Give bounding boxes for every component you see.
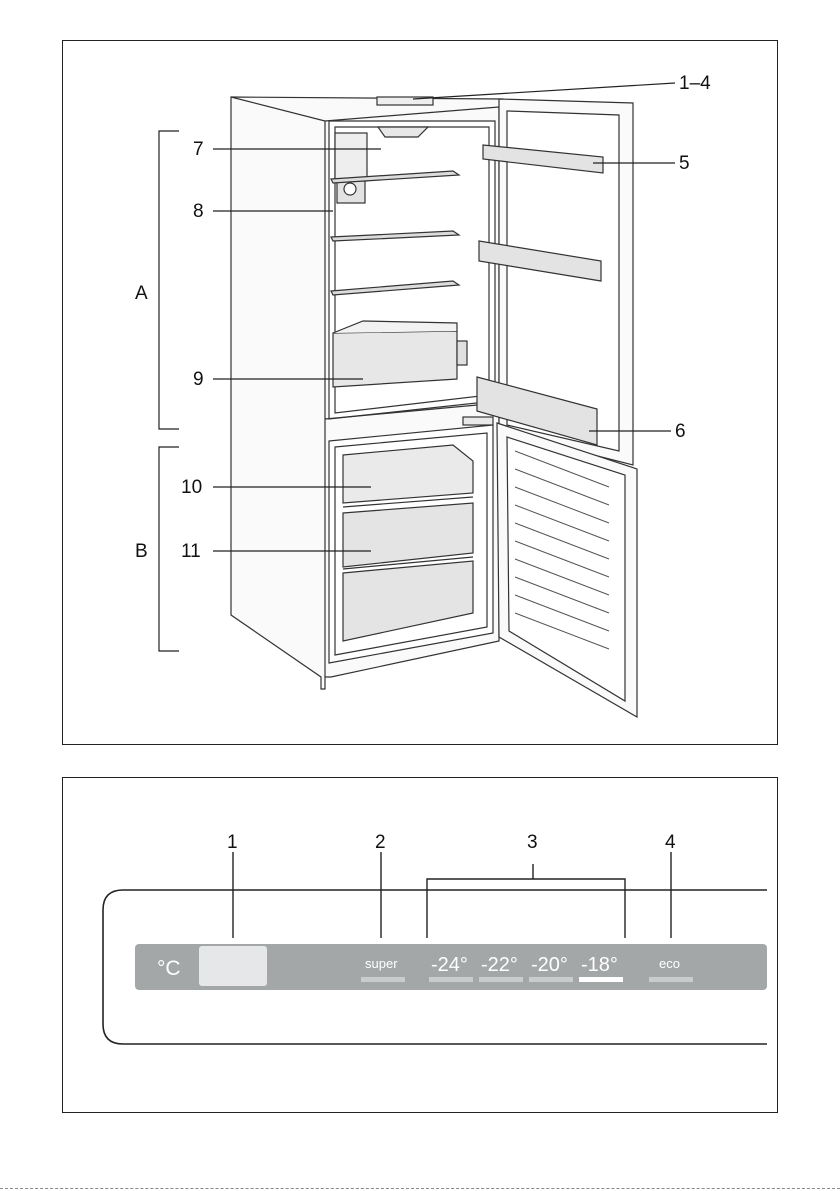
control-panel-illustration: °C super -24° -22° -20° -18° eco 1 2 3 4 <box>63 778 779 1114</box>
callout-7: 7 <box>193 139 204 160</box>
temp-button-minus22-indicator[interactable] <box>479 977 523 982</box>
callout-2: 2 <box>375 832 386 853</box>
super-button-indicator[interactable] <box>361 977 405 982</box>
page-bottom-rule <box>0 1188 840 1189</box>
figure-appliance-frame: 1–4 7 8 9 10 11 5 6 A B <box>62 40 778 745</box>
temp-button-minus18-label: -18° <box>581 954 618 976</box>
temp-button-minus20-indicator[interactable] <box>529 977 573 982</box>
temp-button-minus18-indicator-active[interactable] <box>579 977 623 982</box>
zone-label-b: B <box>135 541 148 562</box>
temp-button-minus24-label: -24° <box>431 954 468 976</box>
unit-label: °C <box>157 957 181 980</box>
callout-6: 6 <box>675 421 686 442</box>
eco-button-indicator[interactable] <box>649 977 693 982</box>
eco-button-label: eco <box>659 956 680 971</box>
callout-1: 1 <box>227 832 238 853</box>
figure-control-panel-frame: °C super -24° -22° -20° -18° eco 1 2 3 4 <box>62 777 778 1113</box>
callout-3: 3 <box>527 832 538 853</box>
callout-5: 5 <box>679 153 690 174</box>
callout-11: 11 <box>181 541 201 562</box>
callout-10: 10 <box>181 477 202 498</box>
temp-button-minus24-indicator[interactable] <box>429 977 473 982</box>
temperature-display <box>199 946 267 986</box>
super-button-label: super <box>365 956 398 971</box>
appliance-illustration: 1–4 7 8 9 10 11 5 6 A B <box>63 41 779 746</box>
temp-button-minus20-label: -20° <box>531 954 568 976</box>
temp-button-minus22-label: -22° <box>481 954 518 976</box>
callout-4: 4 <box>665 832 676 853</box>
callout-9: 9 <box>193 369 204 390</box>
callout-8: 8 <box>193 201 204 222</box>
zone-label-a: A <box>135 283 148 304</box>
callout-1-4: 1–4 <box>679 73 711 94</box>
